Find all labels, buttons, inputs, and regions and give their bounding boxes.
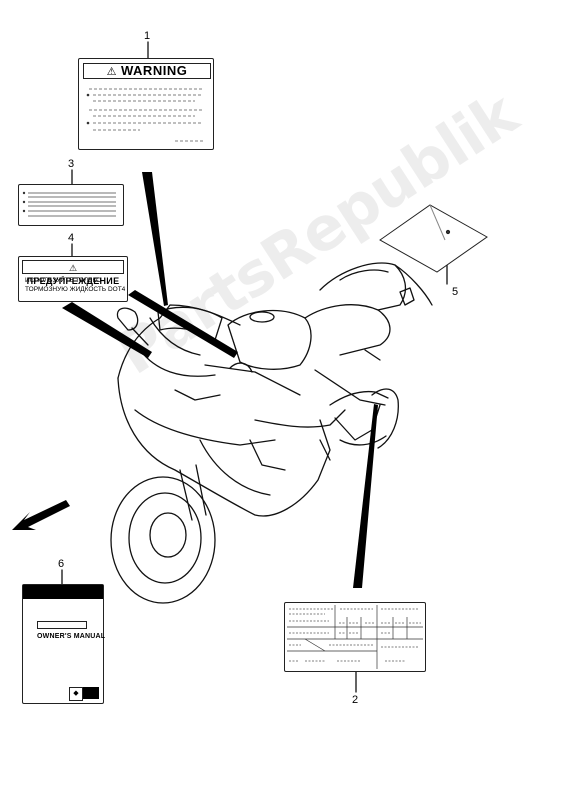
pointers — [62, 172, 378, 588]
pointer-1 — [142, 172, 168, 306]
label-1-warning: ⚠ WARNING — [78, 58, 214, 150]
manual-black-block — [83, 687, 99, 699]
manual-top-band — [23, 585, 103, 599]
manual-title-box — [37, 621, 87, 629]
label-6-title: OWNER'S MANUAL — [37, 633, 106, 640]
warning-triangle-icon: ⚠ — [68, 263, 78, 273]
manual-symbol-icon: ◆ — [69, 687, 83, 701]
label-4-title: ПРЕДУПРЕЖДЕНИЕ — [26, 276, 120, 286]
label-1-header: ⚠ WARNING — [83, 63, 211, 79]
label-6-owners-manual: OWNER'S MANUAL ◆ — [22, 584, 106, 704]
label-1-title: WARNING — [120, 63, 188, 78]
label-4-line-2: ТОРМОЗНУЮ ЖИДКОСТЬ DOT4 — [25, 286, 126, 293]
callout-3: 3 — [68, 158, 75, 170]
label-4-line-1: ИСПОЛЬЗУЙТЕ ТОЛЬКО — [25, 277, 102, 284]
pointer-2 — [353, 404, 378, 588]
callout-2: 2 — [352, 694, 359, 706]
label-5-sheet — [379, 204, 488, 273]
callout-1: 1 — [144, 30, 151, 42]
warning-triangle-icon: ⚠ — [106, 66, 117, 78]
label-4-ru-warning: ⚠ ПРЕДУПРЕЖДЕНИЕ ИСПОЛЬЗУЙТЕ ТОЛЬКО ТОРМ… — [18, 256, 128, 302]
callout-5: 5 — [452, 286, 459, 298]
front-tire — [110, 476, 216, 604]
front-direction-arrow-icon — [12, 500, 70, 530]
front-rim — [128, 492, 202, 584]
label-2-spec-table — [284, 602, 426, 672]
label-2-grid — [287, 605, 423, 669]
label-4-header: ⚠ ПРЕДУПРЕЖДЕНИЕ — [22, 260, 124, 286]
label-3-text-lines — [22, 191, 116, 217]
label-1-text-lines — [86, 88, 203, 142]
callout-4: 4 — [68, 232, 75, 244]
pointer-3 — [128, 290, 238, 358]
callout-6: 6 — [58, 558, 65, 570]
front-brake-disc — [149, 512, 187, 558]
label-3 — [18, 184, 124, 226]
pointer-4 — [62, 302, 152, 358]
